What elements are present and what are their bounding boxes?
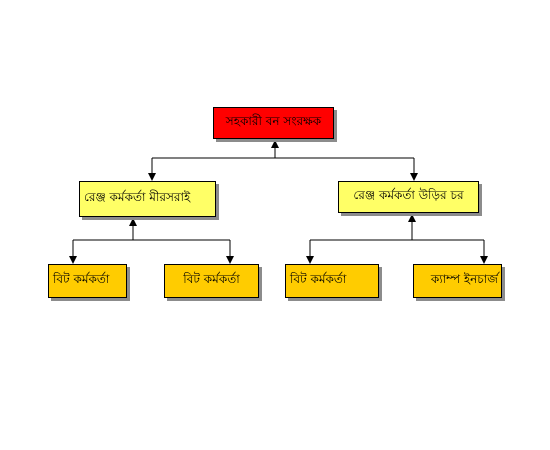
manager-node-mirsarai-range: রেঞ্জ কর্মকর্তা মীরসরাই xyxy=(79,181,216,217)
staff-node-beat-officer-1: বিট কর্মকর্তা xyxy=(48,264,127,298)
manager-node-label: রেঞ্জ কর্মকর্তা মীরসরাই xyxy=(84,190,191,204)
manager-node-label: রেঞ্জ কর্মকর্তা উড়ির চর xyxy=(353,188,464,202)
staff-node-beat-officer-2: বিট কর্মকর্তা xyxy=(164,264,259,298)
root-node-label: সহকারী বন সংরক্ষক xyxy=(225,114,322,128)
root-node-assistant-forest-conservator: সহকারী বন সংরক্ষক xyxy=(213,107,334,139)
staff-node-camp-in-charge: ক্যাম্প ইনচার্জ xyxy=(413,264,502,298)
staff-node-beat-officer-3: বিট কর্মকর্তা xyxy=(285,264,379,298)
manager-node-urir-char-range: রেঞ্জ কর্মকর্তা উড়ির চর xyxy=(338,181,479,213)
staff-node-label: ক্যাম্প ইনচার্জ xyxy=(430,272,498,286)
staff-node-label: বিট কর্মকর্তা xyxy=(290,272,347,286)
staff-node-label: বিট কর্মকর্তা xyxy=(183,272,240,286)
staff-node-label: বিট কর্মকর্তা xyxy=(53,272,110,286)
